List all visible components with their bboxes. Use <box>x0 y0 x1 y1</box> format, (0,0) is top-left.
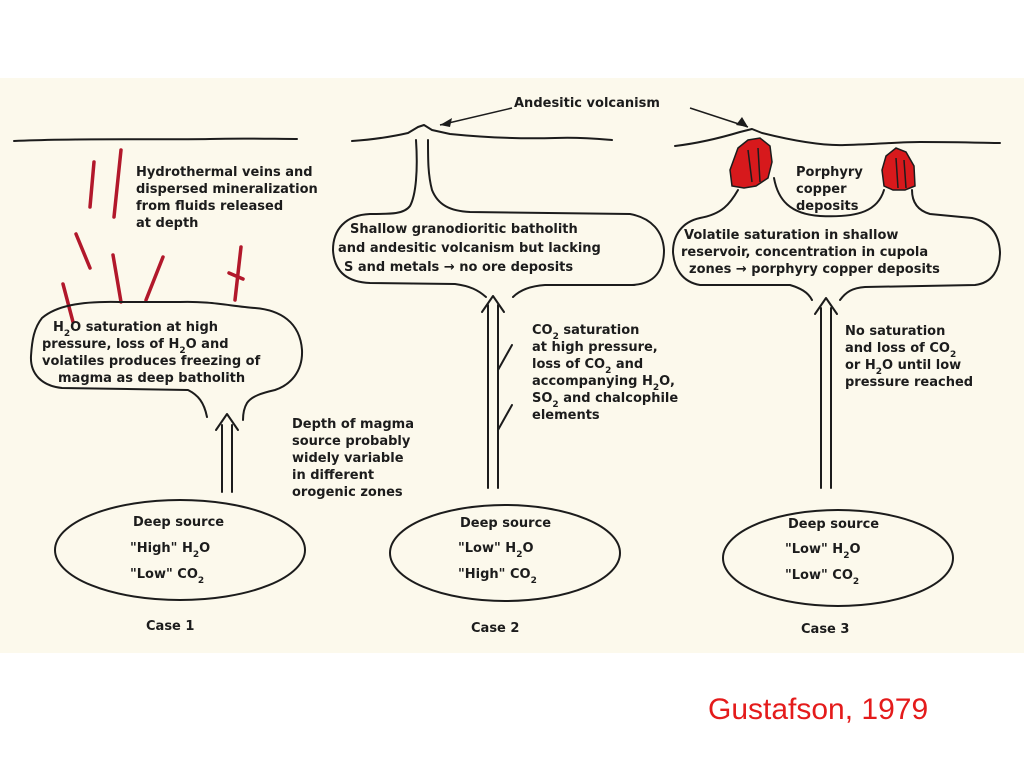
case1-veins <box>61 148 245 324</box>
case3-deep-source-ellipse <box>722 509 954 607</box>
case3-source-text: Deep source"Low" H2O"Low" CO2 <box>785 517 879 587</box>
case3-cupola-neck <box>773 177 885 218</box>
case3-cupola-right <box>881 147 916 191</box>
case2-label: Case 2 <box>471 621 519 636</box>
vein-mark <box>233 245 243 302</box>
vein-mark <box>144 255 165 302</box>
case3-cupola-left <box>729 137 773 189</box>
citation: Gustafson, 1979 <box>708 693 929 726</box>
volcanism-pointer-left <box>439 107 513 126</box>
case3-double-arrow <box>814 297 838 489</box>
surface-line-case1 <box>13 137 298 142</box>
case1-batholith-outline <box>29 300 304 421</box>
case2-double-arrow <box>481 295 513 489</box>
case1-source-text: Deep source"High" H2O"Low" CO2 <box>130 515 224 586</box>
arrowhead-icon <box>736 117 748 127</box>
andesitic-volcanism-label: Andesitic volcanism <box>514 96 660 111</box>
vein-mark <box>88 160 96 209</box>
case1-deep-source-ellipse <box>54 499 306 601</box>
surface-line-case2 <box>351 124 613 142</box>
case1-double-arrow <box>215 413 239 493</box>
case2-deep-source-ellipse <box>389 504 621 602</box>
case3-label: Case 3 <box>801 622 849 637</box>
vein-mark <box>111 253 123 304</box>
vein-mark <box>74 232 92 270</box>
case1-label: Case 1 <box>146 619 194 634</box>
case3-reservoir-outline <box>672 189 1001 301</box>
vein-mark <box>227 271 245 281</box>
vein-mark <box>61 282 75 324</box>
arrowhead-icon <box>440 118 452 127</box>
case2-batholith-outline <box>332 139 665 298</box>
cupola-texture <box>747 147 907 189</box>
vein-mark <box>112 148 123 219</box>
diagram-panel <box>0 78 1024 653</box>
case2-source-text: Deep source"Low" H2O"High" CO2 <box>458 516 551 586</box>
surface-line-case3 <box>674 128 1001 147</box>
